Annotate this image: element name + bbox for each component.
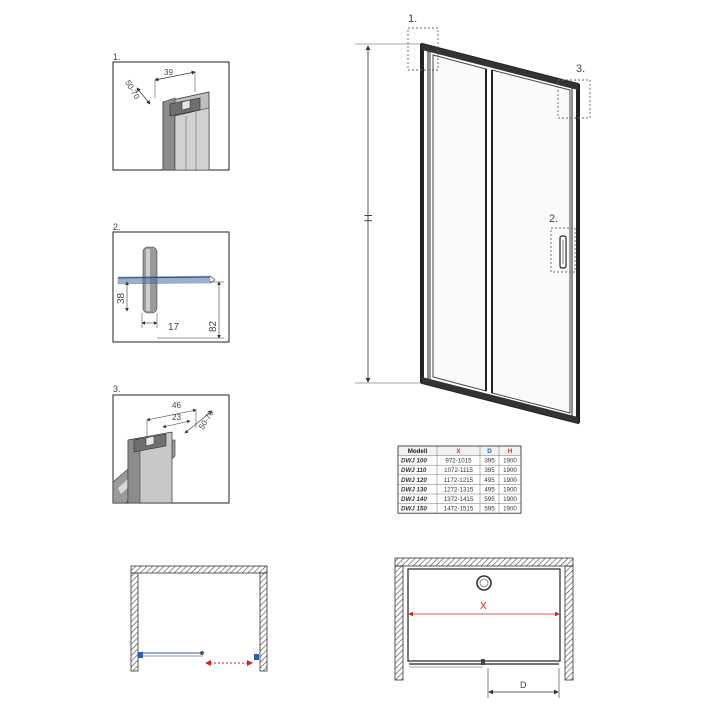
drain-icon [476,575,492,591]
spec-table-cell: 1072-1115 [444,467,473,474]
plan-left-back-wall [130,565,268,574]
plan-left-left-wall [130,572,139,672]
spec-table-cell: 395 [484,467,495,474]
plan-right-right-wall [564,565,574,681]
spec-table-cell: 1900 [503,496,517,503]
spec-table-cell: 595 [484,496,495,503]
spec-table-cell: 1372-1415 [444,496,474,503]
callout-label-2: 2. [549,213,558,225]
plan-left-marker-right [254,654,259,660]
height-label: H [363,214,375,222]
spec-table-cell: DWJ 140 [401,496,427,503]
detail-3-number: 3. [113,384,121,394]
detail-1-dim-b: 39 [164,68,173,77]
spec-table-header-3: H [508,448,513,455]
plan-right-back-wall [394,557,574,567]
detail-3: 3. 46 23 50-70 [112,384,230,504]
spec-table-cell: 595 [484,506,495,513]
spec-table-cell: DWJ 130 [401,486,427,493]
plan-view-right: X D [394,557,574,698]
door-sliding-panel [491,69,571,414]
detail-3-dim-50-70: 50-70 [197,408,216,431]
spec-table-cell: 495 [484,486,495,493]
detail-1-number: 1. [113,52,121,62]
detail-2: 2. 38 17 82 [112,222,230,343]
spec-table-cell: 1472-1515 [444,506,474,513]
spec-table-header-2: D [487,448,492,455]
detail-2-frame [112,231,230,343]
spec-table-cell: DWJ 100 [401,458,427,465]
detail-3-dim-23: 23 [172,413,181,422]
detail-2-dim-38: 38 [116,292,127,304]
detail-2-number: 2. [113,222,121,232]
spec-table-cell: 972-1015 [445,458,472,465]
spec-table-cell: DWJ 120 [401,477,427,484]
spec-table-cell: 1900 [503,467,517,474]
callout-box-2 [550,227,576,273]
callout-label-1: 1. [408,13,417,25]
spec-table-header-1: X [456,448,461,455]
spec-table-cell: 1900 [503,458,517,465]
detail-1: 1. 50-70 39 [112,52,230,171]
spec-table-cell: 1900 [503,486,517,493]
plan-right-left-wall [394,565,404,681]
spec-table-cell: 495 [484,477,495,484]
spec-table-header-0: Modell [408,448,428,455]
spec-table-cell: DWJ 150 [401,506,427,513]
detail-2-dim-17: 17 [168,322,180,333]
spec-table-cell: 1172-1215 [444,477,474,484]
spec-table-cell: 1900 [503,506,517,513]
width-label: X [480,601,487,612]
detail-3-dim-46: 46 [172,401,181,410]
spec-table-cell: DWJ 110 [401,467,427,474]
plan-view-left [130,565,268,672]
depth-label: D [520,680,527,690]
plan-left-right-wall [259,572,268,672]
callout-box-3 [557,79,591,119]
door-fixed-panel [432,54,487,392]
callout-label-3: 3. [576,63,585,75]
spec-table-cell: 1900 [503,477,517,484]
spec-table-cell: 1272-1315 [444,486,474,493]
plan-left-marker-left [138,652,143,658]
spec-table-cell: 395 [484,458,495,465]
door-front-view: H 1. 2. 3. [355,13,591,425]
detail-2-dim-82: 82 [208,320,219,332]
